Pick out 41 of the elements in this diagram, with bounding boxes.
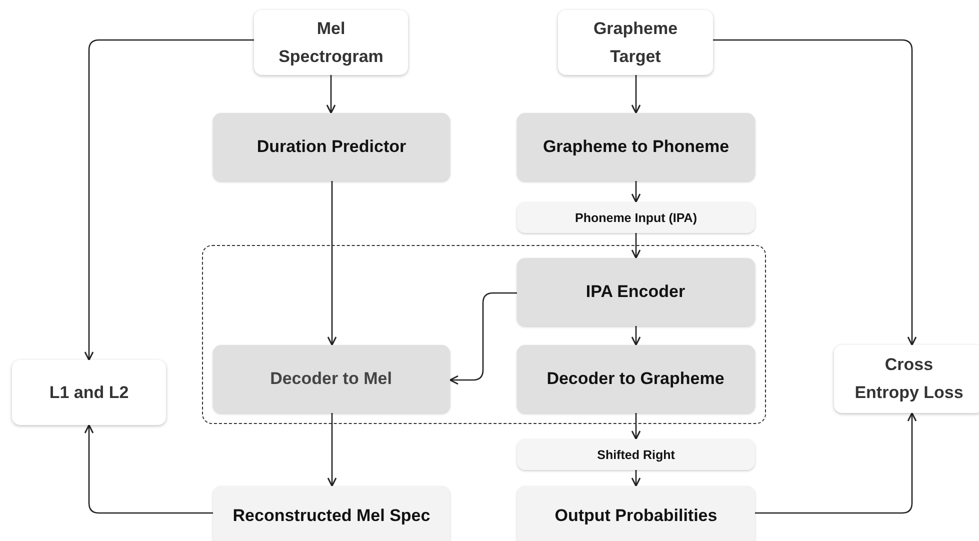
process-box — [213, 113, 450, 181]
dashed-group-box — [202, 245, 766, 424]
arrow — [631, 233, 641, 259]
arrow — [755, 412, 917, 514]
arrow — [84, 39, 254, 361]
arrow — [327, 413, 337, 487]
output-box — [213, 486, 450, 541]
node-label: L1 and L2 — [49, 382, 129, 404]
node-label: Decoder to Grapheme — [546, 368, 724, 388]
process-box — [517, 113, 755, 181]
process-box — [516, 344, 754, 412]
node-label: Grapheme Target — [592, 18, 679, 68]
arrow — [326, 75, 336, 114]
arrow — [631, 326, 641, 346]
node-label: Shifted Right — [597, 448, 675, 462]
node-label: IPA Encoder — [586, 282, 686, 302]
node-label: Reconstructed Mel Spec — [232, 506, 430, 526]
node-label: Grapheme to Phoneme — [542, 137, 730, 157]
node-label: Duration Predictor — [256, 137, 406, 157]
io-box — [254, 10, 408, 75]
process-box — [212, 344, 450, 412]
arrow — [327, 181, 337, 346]
arrow — [84, 424, 213, 514]
arrow — [631, 470, 641, 487]
process-box — [516, 258, 754, 326]
node-label: Output Probabilities — [554, 506, 718, 526]
node-label: Cross Entropy Loss — [854, 354, 964, 404]
arrow — [631, 75, 641, 114]
io-box — [834, 345, 979, 413]
token-box — [517, 439, 755, 470]
io-box — [558, 10, 713, 75]
output-box — [517, 486, 755, 541]
arrow — [631, 413, 641, 440]
arrow — [713, 39, 917, 346]
node-label: Mel Spectrogram — [278, 18, 384, 68]
arrow — [449, 292, 517, 385]
io-box — [12, 360, 166, 425]
token-box — [517, 202, 755, 233]
node-label: Decoder to Mel — [270, 368, 392, 388]
node-label: Phoneme Input (IPA) — [575, 210, 697, 224]
arrow — [631, 181, 641, 203]
